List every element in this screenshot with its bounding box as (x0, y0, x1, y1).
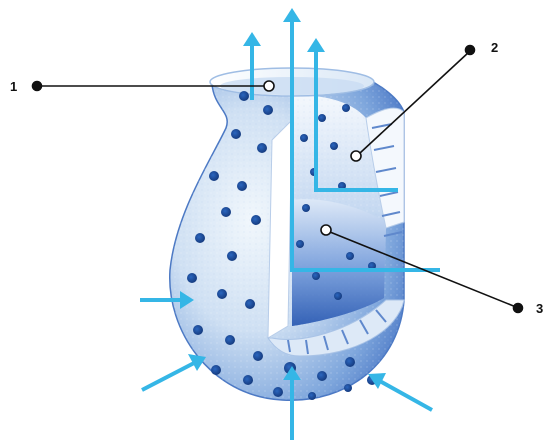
callout-label-3: 3 (536, 301, 543, 316)
arrowhead-right-up (307, 38, 325, 52)
callout-label-1: 1 (10, 79, 17, 94)
callout-label-2: 2 (491, 40, 498, 55)
arrowhead-center-up (283, 8, 301, 22)
arrowhead-left-up (243, 32, 261, 46)
flow-arrow-lowerright-in (378, 380, 432, 410)
flow-arrow-lowerleft-in (142, 362, 196, 390)
